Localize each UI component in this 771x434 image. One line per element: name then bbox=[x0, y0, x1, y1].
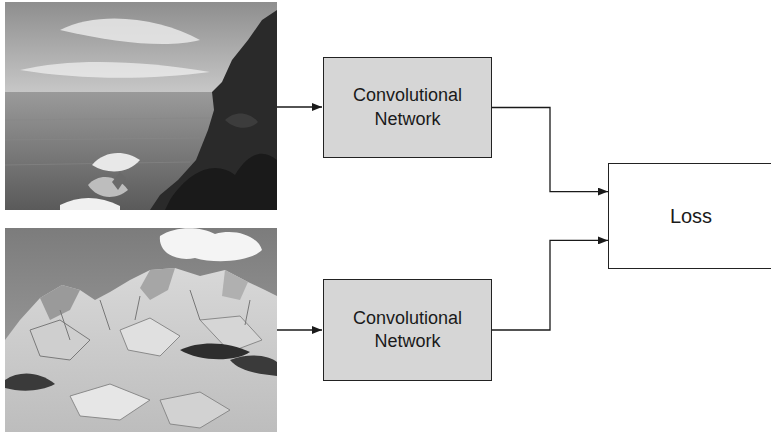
box-label: Loss bbox=[670, 203, 712, 229]
network-box: Convolutional Network bbox=[323, 279, 492, 381]
mountain-photo bbox=[5, 228, 277, 432]
text-holder: Convolutional Network bbox=[333, 84, 482, 131]
loss-box: Loss bbox=[608, 163, 771, 269]
input-arrow bbox=[277, 106, 322, 107]
text-holder: Loss bbox=[670, 203, 712, 229]
connector-arrow bbox=[492, 108, 608, 192]
input-arrow bbox=[277, 329, 322, 330]
sea-photo bbox=[5, 2, 277, 210]
connector-arrow bbox=[492, 240, 608, 330]
box-label: Convolutional Network bbox=[333, 307, 482, 354]
text-holder: Convolutional Network bbox=[333, 307, 482, 354]
box-label: Convolutional Network bbox=[333, 84, 482, 131]
network-box: Convolutional Network bbox=[323, 57, 492, 158]
